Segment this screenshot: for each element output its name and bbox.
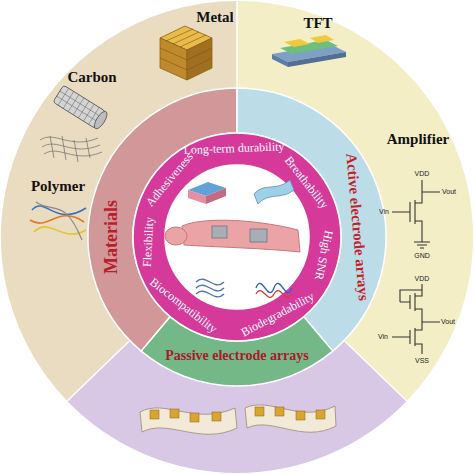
category-label: Polymer (31, 178, 85, 195)
center-disc (165, 165, 309, 309)
flexible-strip (245, 405, 336, 432)
pin-label: GND (414, 252, 430, 260)
property-label: Adhesiveness (143, 151, 196, 210)
skin-electrode (250, 229, 267, 242)
electrode-pad (275, 407, 284, 416)
band-title: Active electrode arrays (341, 152, 371, 301)
amplifier-circuit (392, 284, 440, 354)
pin-label: Vin (379, 208, 389, 216)
pin-label: VDD (415, 170, 430, 178)
pin-label: Vout (441, 318, 455, 326)
pin-label: VDD (415, 275, 430, 283)
electrode-pad (150, 410, 159, 419)
property-label: High SNR (311, 229, 335, 281)
pin-label: Vin (378, 333, 388, 341)
ring-border (133, 133, 341, 341)
metal-lattice-lines (160, 29, 212, 70)
sector-divider (67, 1, 407, 401)
tft-substrate-side (288, 52, 346, 67)
electrode-pad (316, 410, 325, 419)
flexible-strip (140, 408, 237, 434)
polymer-chain (36, 202, 82, 240)
tft-drain-electrode (310, 35, 334, 43)
category-label: Carbon (67, 69, 116, 86)
property-label: Long-term durability (183, 140, 284, 157)
polymer-chain (32, 206, 86, 215)
band-title: Passive electrode arrays (165, 348, 309, 364)
signal-wave (256, 291, 292, 298)
graphene-sheet (40, 136, 102, 162)
polymer-chain (30, 216, 84, 223)
skin-electrode (212, 226, 227, 238)
layered-block-side (206, 188, 226, 204)
tft-substrate-side (272, 54, 288, 67)
category-label: TFT (303, 15, 332, 32)
amplifier-circuit (392, 180, 440, 248)
electrode-pad (170, 409, 179, 418)
category-label: Amplifier (387, 131, 449, 148)
pin-label: VSS (415, 357, 429, 365)
property-label: Breathability (282, 154, 331, 212)
hand-illustration (165, 227, 187, 245)
category-label: Metal (196, 9, 233, 26)
metal-cube-right (187, 38, 212, 80)
property-label: Flexibility (141, 216, 157, 267)
nanotube-end (92, 109, 109, 130)
carbon-nanotube (53, 85, 109, 131)
electrode-pad (190, 413, 199, 422)
band-title: Materials (101, 200, 122, 274)
arm-illustration (182, 220, 300, 252)
layered-block-side (188, 190, 206, 204)
property-label: Biocompatibility (147, 276, 220, 337)
electrode-pad (212, 412, 221, 421)
electrode-pad (296, 411, 305, 420)
electrode-pads (150, 407, 325, 422)
metal-cube-left (160, 38, 187, 80)
tft-semiconductor (280, 40, 338, 54)
electrode-film (254, 180, 294, 204)
serpentine-wires (196, 279, 224, 297)
tft-source-electrode (284, 39, 310, 47)
pin-label: Vout (442, 188, 456, 196)
property-label: Biodegradability (239, 290, 317, 340)
electrode-pad (255, 407, 264, 416)
